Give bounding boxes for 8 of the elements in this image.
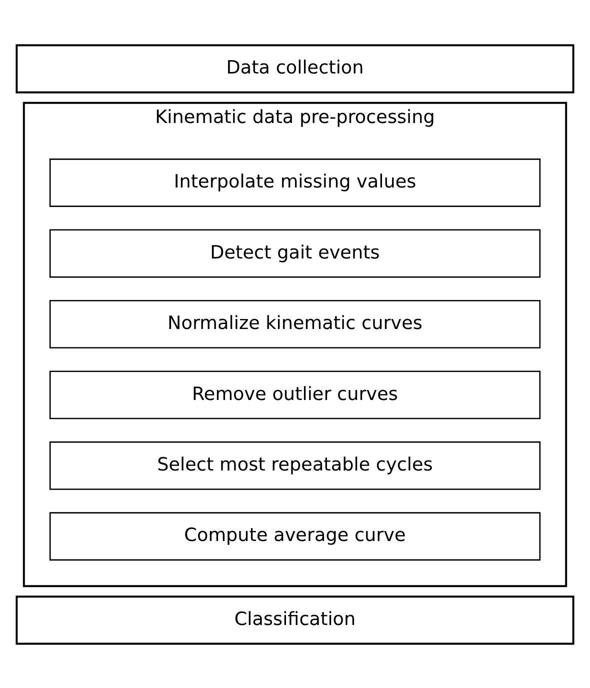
node-box: Normalize kinematic curves <box>49 299 541 348</box>
node-box: Remove outlier curves <box>49 370 541 419</box>
node-box: Select most repeatable cycles <box>49 440 541 490</box>
node-box: Interpolate missing values <box>49 158 541 206</box>
node-box: Compute average curve <box>49 512 541 560</box>
node-box: Data collection <box>16 44 574 93</box>
node-box: Detect gait events <box>49 228 541 278</box>
node-box: Classification <box>16 595 574 644</box>
